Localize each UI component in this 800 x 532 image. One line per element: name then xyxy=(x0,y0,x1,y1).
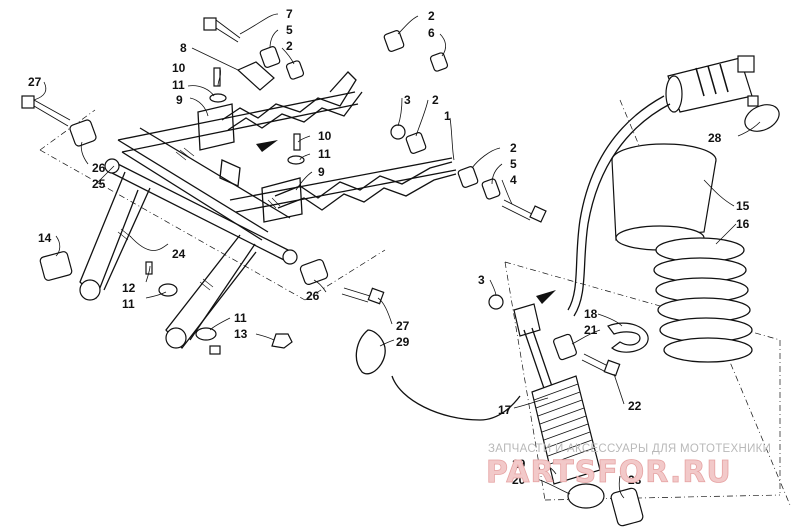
bushing-5-lower xyxy=(481,178,501,200)
bushing-26-lower xyxy=(299,259,329,285)
callout-26-lower: 26 xyxy=(306,289,320,303)
callout-3-upper: 3 xyxy=(404,93,411,107)
callout-1: 1 xyxy=(444,109,451,123)
nut-3-lower xyxy=(488,294,504,310)
callout-5-upper: 5 xyxy=(286,23,293,37)
bushing-21 xyxy=(553,333,577,361)
cable-29 xyxy=(391,375,521,421)
callout-3-lower: 3 xyxy=(478,273,485,287)
callout-11-middle: 11 xyxy=(318,147,331,161)
bolt-10-middle xyxy=(293,133,301,151)
callout-12: 12 xyxy=(122,281,136,295)
bushing-2-top xyxy=(383,30,405,52)
bushing-23 xyxy=(610,487,644,527)
shock-body-17 xyxy=(513,303,605,509)
callout-15: 15 xyxy=(736,199,750,213)
direction-arrow-upper xyxy=(256,140,278,152)
callout-18: 18 xyxy=(584,307,598,321)
callout-21: 21 xyxy=(584,323,598,337)
frame-hatching xyxy=(175,147,281,209)
bolt-7 xyxy=(203,17,241,43)
leader-lines xyxy=(33,13,761,499)
direction-arrow-lower xyxy=(536,290,556,304)
callout-10-middle: 10 xyxy=(318,129,332,143)
callout-2-upper: 2 xyxy=(286,39,293,53)
callout-25: 25 xyxy=(92,177,106,191)
watermark-logo: PARTSFOR.RU xyxy=(486,455,732,490)
lower-link-arms xyxy=(79,171,257,350)
bolt-12 xyxy=(145,261,153,275)
bolt-27-upper xyxy=(21,95,71,127)
nut-13-small xyxy=(209,345,221,355)
callout-labels: 7 5 2 8 10 11 9 2 6 3 2 1 10 11 9 2 5 4 … xyxy=(28,7,750,487)
callout-2-lower-right: 2 xyxy=(510,141,517,155)
callout-20: 20 xyxy=(512,473,526,487)
callout-7: 7 xyxy=(286,7,293,21)
callout-23: 23 xyxy=(628,473,642,487)
callout-27-upper: 27 xyxy=(28,75,42,89)
nut-3-upper xyxy=(390,124,406,140)
bushing-2-lower-right xyxy=(457,166,479,188)
bump-stop-15 xyxy=(611,143,717,251)
callout-13: 13 xyxy=(234,327,248,341)
callout-10-upper: 10 xyxy=(172,61,186,75)
washer-11-upper xyxy=(209,93,227,103)
cable-tie-29 xyxy=(355,329,386,375)
callout-11-left: 11 xyxy=(122,297,135,311)
callout-28: 28 xyxy=(708,131,722,145)
callout-11-lower: 11 xyxy=(234,311,247,325)
callout-9-upper: 9 xyxy=(176,93,183,107)
link-hatching xyxy=(117,228,214,291)
hardware-parts xyxy=(21,17,547,355)
bushing-26-upper xyxy=(69,119,97,147)
callout-8: 8 xyxy=(180,41,187,55)
plate-8 xyxy=(236,61,275,91)
bushing-2-right xyxy=(405,132,427,154)
callout-11-upper: 11 xyxy=(172,78,185,92)
callout-19: 19 xyxy=(512,457,526,471)
callout-2-right: 2 xyxy=(432,93,439,107)
callout-14: 14 xyxy=(38,231,52,245)
callout-2-top: 2 xyxy=(428,9,435,23)
shock-absorber xyxy=(355,55,780,527)
coil-spring-16 xyxy=(653,237,753,363)
nut-13 xyxy=(271,333,293,349)
bushing-14 xyxy=(39,251,73,281)
callout-6: 6 xyxy=(428,26,435,40)
callout-26-upper: 26 xyxy=(92,161,106,175)
callout-5-lower: 5 xyxy=(510,157,517,171)
reservoir-canister xyxy=(665,55,755,113)
callout-4: 4 xyxy=(510,173,517,187)
callout-27-lower: 27 xyxy=(396,319,410,333)
washer-11-middle xyxy=(287,155,305,165)
bushing-6 xyxy=(429,52,449,72)
callout-24: 24 xyxy=(172,247,186,261)
callout-17: 17 xyxy=(498,403,512,417)
bolt-4 xyxy=(501,199,547,223)
callout-29: 29 xyxy=(396,335,410,349)
a-arm-frame xyxy=(104,71,457,265)
callout-16: 16 xyxy=(736,217,750,231)
watermark: ЗАПЧАСТИ И АКСЕССУАРЫ ДЛЯ МОТОТЕХНИКИ PA… xyxy=(486,443,771,490)
bolt-10-upper xyxy=(213,67,221,87)
watermark-caption: ЗАПЧАСТИ И АКСЕССУАРЫ ДЛЯ МОТОТЕХНИКИ xyxy=(488,443,771,455)
spring-retainer-18 xyxy=(607,322,649,353)
bushing-5-upper xyxy=(259,46,281,68)
callout-22: 22 xyxy=(628,399,642,413)
callout-9-middle: 9 xyxy=(318,165,325,179)
bolt-27-lower xyxy=(341,287,385,305)
bushing-2-upper xyxy=(285,60,305,80)
clamp-28 xyxy=(744,95,780,132)
bolt-22 xyxy=(581,353,621,377)
washer-11-lower xyxy=(195,327,217,341)
